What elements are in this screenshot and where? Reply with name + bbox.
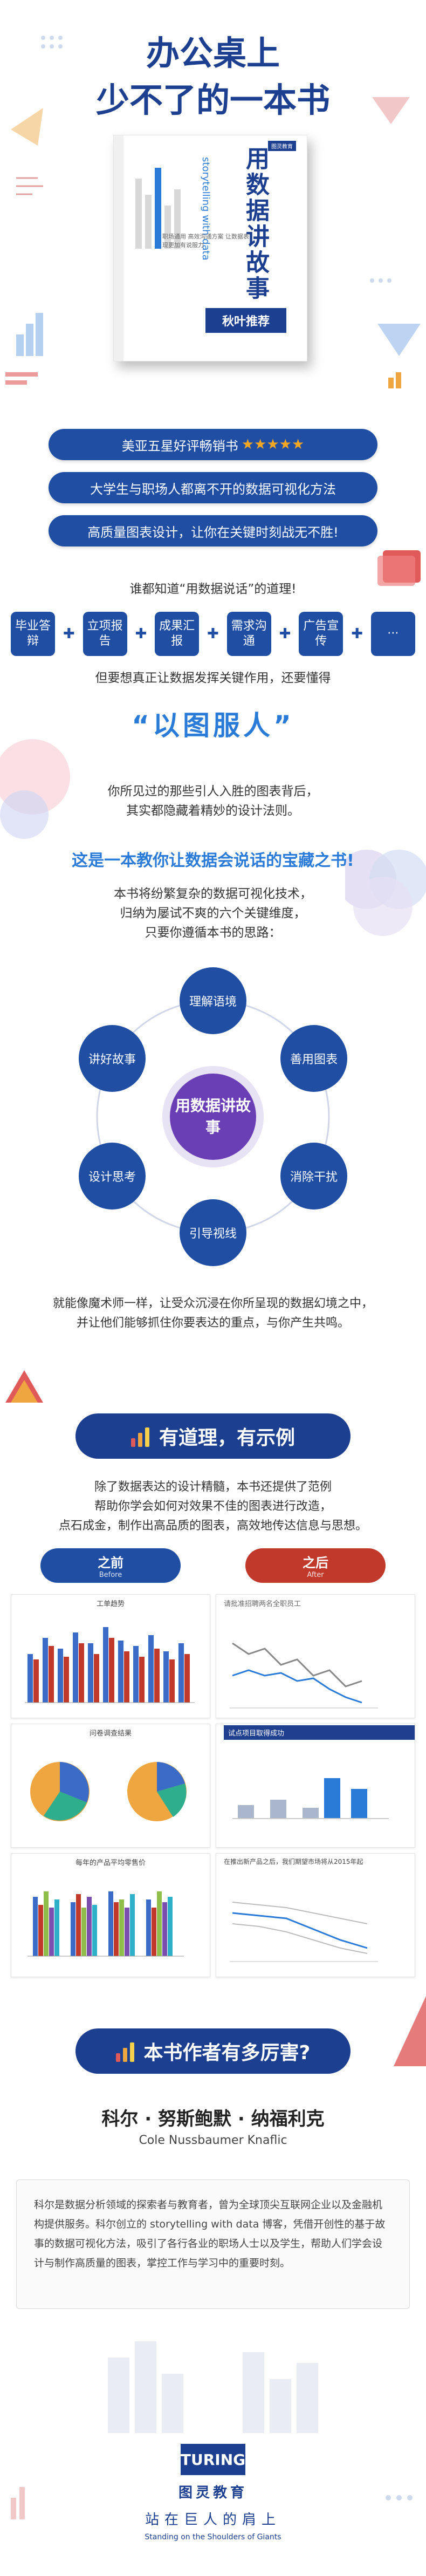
pill-quality: 高质量图表设计，让你在关键时刻战无不胜! [49,515,377,546]
wheel-hub: 用数据讲故事 [170,1074,256,1160]
book-spine [114,135,123,361]
intro-line2: 但要想真正让数据发挥关键作用，还要懂得 [95,671,331,685]
after-label: 之后 After [245,1548,386,1583]
hero: 办公桌上 少不了的一本书 图灵教育 storytelling with data… [0,0,426,421]
bar-chart-icon [115,2040,134,2062]
before-text: 之前 [98,1555,123,1570]
intro-line4a: 本书将纷繁复杂的数据可视化技术， [114,887,312,901]
book-blurb: 职场通用 高效沟通方案 让数据表现更加有说服力 [162,233,249,249]
book-cover: 图灵教育 storytelling with data 用数据讲故事 职场通用 … [113,135,307,361]
hero-decoration [5,36,421,388]
wheel-item-design: 设计思考 [79,1143,146,1210]
thumb-title: 在推出新产品之后，我们期望市场将从2015年起 [224,1858,363,1866]
corner-decoration [394,1996,426,2066]
hero-title-line1: 办公桌上 [146,33,280,73]
thumb-chart [25,1627,195,1703]
turing-logo-sub: 图灵教育 [178,2485,248,2501]
wheel-item-context: 理解语境 [180,967,246,1034]
author-bio: 科尔是数据分析领域的探索者与教育者，曾为全球顶尖互联网企业以及金融机构提供服务。… [16,2179,410,2309]
after-text: 之后 [303,1555,328,1570]
after-en: After [307,1571,324,1579]
arrow-icon: ✚ [279,626,291,642]
thumb-chart [230,1642,378,1709]
pill-bestseller: 美亚五星好评畅销书 ★★★★★ [49,429,377,460]
example-thumb-after-3: 在推出新产品之后，我们期望市场将从2015年起 [216,1853,415,1977]
book-publisher-logo: 图灵教育 [268,141,296,151]
turing-logo-text: TURING [180,2450,246,2469]
pie-decoration [0,739,70,839]
intro-line4b: 归纳为屡试不爽的六个关键维度， [120,906,306,920]
step-graduation: 毕业答辩 [11,612,55,656]
section-author-title: 本书作者有多厉害? [143,2042,311,2064]
author-name-en: Cole Nussbaumer Knaflic [139,2134,287,2147]
thumb-chart [28,1891,184,1957]
arrow-icon: ✚ [207,626,219,642]
treasure-headline: 这是一本教你让数据会说话的宝藏之书! [72,851,354,870]
intro-line1: 谁都知道“用数据说话”的道理! [129,582,297,596]
thumb-title: 每年的产品平均零售价 [75,1859,146,1867]
star-icon: ★★★★★ [241,436,305,453]
magic-line1: 就能像魔术师一样，让受众沉浸在你所呈现的数据幻境之中， [52,1297,373,1310]
pill-quality-label: 高质量图表设计，让你在关键时刻战无不胜! [87,524,339,540]
example-thumb-before-2: 问卷调查结果 [11,1724,210,1848]
footer-decoration [11,2341,413,2519]
before-en: Before [99,1571,122,1579]
step-project: 立项报告 [83,612,127,656]
book-english-title: storytelling with data [200,157,211,261]
book-recommend-badge: 秋叶推荐 [205,308,286,333]
thumb-title: 问卷调查结果 [89,1730,132,1738]
example-thumb-before-1: 工单趋势 [11,1594,210,1718]
intro-line4c: 只要你遵循本书的思路： [145,926,281,940]
pill-audience-label: 大学生与职场人都离不开的数据可视化方法 [90,481,336,497]
examples-line1: 除了数据表达的设计精髓，本书还提供了范例 [94,1480,332,1494]
step-results: 成果汇报 [155,612,200,656]
step-advertising: 广告宣传 [299,612,343,656]
step-requirements: 需求沟通 [226,612,271,656]
section-examples-title: 有道理，有示例 [159,1427,295,1449]
step-more: ··· [370,612,415,656]
intro-line3a: 你所见过的那些引人入胜的图表背后， [107,784,319,798]
pill-bestseller-label: 美亚五星好评畅销书 [121,438,238,454]
footer-slogan-en: Standing on the Shoulders of Giants [145,2533,281,2541]
arrow-icon: ✚ [135,626,147,642]
book-title: 用数据讲故事 [242,146,269,302]
thumb-title: 工单趋势 [96,1600,125,1608]
thumb-chart [230,1902,378,1962]
quote-headline: “以图服人” [132,710,294,741]
section-author-banner: 本书作者有多厉害? [75,2028,351,2074]
bar-chart-icon [130,1425,149,1447]
turing-logo: TURING [181,2444,245,2475]
magic-line2: 并让他们能够抓住你要表达的重点，与你产生共鸣。 [76,1316,349,1330]
wheel-item-charts: 善用图表 [280,1025,347,1092]
book-bars-graphic [135,168,181,249]
folder-decoration [377,550,421,586]
thumb-chart [30,1762,187,1821]
example-thumb-after-1: 请批准招聘两名全职员工 [216,1594,415,1718]
example-thumb-after-2: 试点项目取得成功 [216,1724,415,1848]
thumb-title: 试点项目取得成功 [224,1725,415,1740]
intro-line3b: 其实都隐藏着精妙的设计法则。 [126,804,300,818]
arrow-icon: ✚ [351,626,363,642]
wheel-item-focus: 引导视线 [180,1199,246,1266]
scenario-steps: 毕业答辩 ✚ 立项报告 ✚ 成果汇报 ✚ 需求沟通 ✚ 广告宣传 ✚ ··· [11,610,415,658]
arrow-icon: ✚ [63,626,75,642]
triangle-decoration [5,1370,43,1403]
pill-audience: 大学生与职场人都离不开的数据可视化方法 [49,472,377,503]
footer-slogan: 站在巨人的肩上 [145,2512,281,2528]
wheel-item-story: 讲好故事 [79,1025,146,1092]
example-thumb-before-3: 每年的产品平均零售价 [11,1853,210,1977]
hero-title-line2: 少不了的一本书 [95,80,330,120]
examples-line2: 帮助你学会如何对效果不佳的图表进行改造， [94,1500,332,1513]
venn-decoration [345,850,426,936]
before-label: 之前 Before [40,1548,181,1583]
examples-line3: 点石成金，制作出高品质的图表，高效地传达信息与思想。 [58,1519,367,1533]
author-name-cn: 科尔 · 努斯鲍默 · 纳福利克 [101,2108,325,2130]
section-examples-banner: 有道理，有示例 [75,1413,351,1459]
wheel-item-clutter: 消除干扰 [280,1143,347,1210]
thumb-title: 请批准招聘两名全职员工 [224,1600,301,1608]
thumb-chart [232,1778,389,1819]
